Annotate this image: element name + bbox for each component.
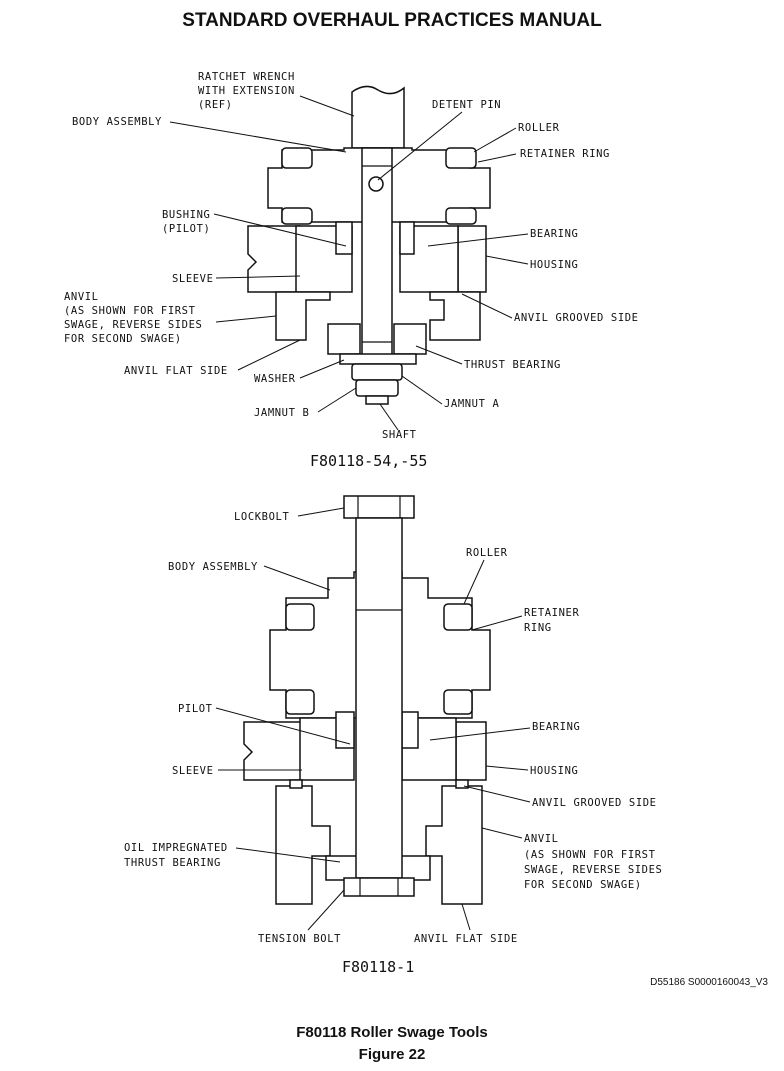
housing-1-right (457, 225, 487, 293)
bushing-pilot (335, 221, 353, 255)
label-thrust-bearing: THRUST BEARING (464, 359, 561, 371)
tension-bolt-shaft (355, 517, 403, 879)
figure-1-labels: RATCHET WRENCH WITH EXTENSION (REF) DETE… (64, 71, 639, 470)
label-anvil-3: SWAGE, REVERSE SIDES (64, 319, 202, 331)
shaft-end (365, 395, 389, 405)
label-body-assembly-2: BODY ASSEMBLY (168, 561, 258, 573)
label-anvil-grooved-side-2: ANVIL GROOVED SIDE (532, 797, 657, 809)
thrust-bearing-2-left (325, 855, 359, 881)
detent-pin (368, 176, 384, 192)
anvil-2-right (425, 785, 483, 905)
bushing-pilot-right (399, 221, 415, 255)
roller-bottom-right (445, 207, 477, 225)
figure-caption-number: Figure 22 (358, 1046, 426, 1063)
figure-2-leaders (215, 507, 531, 931)
label-anvil-1: ANVIL (64, 291, 99, 303)
anvil-groove-right (455, 779, 469, 789)
figure-1-drawing (247, 85, 491, 405)
label-washer: WASHER (254, 373, 296, 385)
jamnut-a (351, 363, 403, 381)
sleeve-2-left (299, 717, 355, 781)
label-retainer-ring: RETAINER RING (520, 148, 610, 160)
label-roller: ROLLER (518, 122, 560, 134)
roller-2-top-left (285, 603, 315, 631)
label-housing: HOUSING (530, 259, 578, 271)
figure-caption-title: F80118 Roller Swage Tools (296, 1024, 488, 1041)
figure-2-drawing (243, 495, 491, 905)
pilot (335, 711, 355, 749)
anvil-1-right (429, 291, 481, 341)
thrust-bearing-left (327, 323, 361, 355)
housing-1 (247, 225, 301, 293)
tension-bolt-head (343, 877, 415, 897)
label-body-assembly: BODY ASSEMBLY (72, 116, 162, 128)
label-anvil-2-l1: ANVIL (524, 833, 559, 845)
label-bushing-1: BUSHING (162, 209, 210, 221)
label-ratchet-wrench-2: WITH EXTENSION (198, 85, 295, 97)
label-oil-impregnated-2: THRUST BEARING (124, 857, 221, 869)
label-jamnut-a: JAMNUT A (444, 398, 499, 410)
figure-2-id: F80118-1 (342, 958, 414, 976)
label-housing-2: HOUSING (530, 765, 578, 777)
housing-2-right (455, 721, 487, 781)
label-sleeve: SLEEVE (172, 273, 214, 285)
label-detent-pin: DETENT PIN (432, 99, 501, 111)
label-sleeve-2: SLEEVE (172, 765, 214, 777)
label-anvil-grooved-side: ANVIL GROOVED SIDE (514, 312, 639, 324)
lockbolt-head (343, 495, 415, 519)
washer (339, 353, 417, 365)
label-oil-impregnated-1: OIL IMPREGNATED (124, 842, 228, 854)
label-shaft: SHAFT (382, 429, 417, 441)
label-bearing-2: BEARING (532, 721, 580, 733)
thrust-bearing-2-right (397, 855, 431, 881)
figure-1-leaders (169, 95, 529, 431)
label-anvil-2-l4: FOR SECOND SWAGE) (524, 879, 642, 891)
label-pilot: PILOT (178, 703, 213, 715)
label-anvil-flat-side-2: ANVIL FLAT SIDE (414, 933, 518, 945)
label-ratchet-wrench-3: (REF) (198, 99, 233, 111)
label-retainer-2-l1: RETAINER (524, 607, 579, 619)
anvil-2 (275, 785, 331, 905)
document-code: D55186 S0000160043_V3 (650, 977, 768, 988)
roller-top-right (445, 147, 477, 169)
label-jamnut-b: JAMNUT B (254, 407, 309, 419)
figure-1-id: F80118-54,-55 (310, 452, 427, 470)
housing-2 (243, 721, 303, 781)
figure-2-labels: LOCKBOLT BODY ASSEMBLY ROLLER RETAINER R… (124, 511, 662, 976)
roller-top-left (281, 147, 313, 169)
roller-bottom-left (281, 207, 313, 225)
label-bushing-2: (PILOT) (162, 223, 210, 235)
label-ratchet-wrench-1: RATCHET WRENCH (198, 71, 295, 83)
label-lockbolt: LOCKBOLT (234, 511, 289, 523)
roller-2-top-right (443, 603, 473, 631)
pilot-right (401, 711, 419, 749)
label-retainer-2-l2: RING (524, 622, 552, 634)
jamnut-b (355, 379, 399, 397)
label-roller-2: ROLLER (466, 547, 508, 559)
ratchet-extension (351, 85, 405, 149)
anvil-1 (275, 291, 331, 341)
label-anvil-2: (AS SHOWN FOR FIRST (64, 305, 196, 317)
thrust-bearing-right (393, 323, 427, 355)
roller-2-bottom-left (285, 689, 315, 715)
label-anvil-2-l3: SWAGE, REVERSE SIDES (524, 864, 662, 876)
label-tension-bolt: TENSION BOLT (258, 933, 341, 945)
label-anvil-flat-side: ANVIL FLAT SIDE (124, 365, 228, 377)
roller-2-bottom-right (443, 689, 473, 715)
label-anvil-4: FOR SECOND SWAGE) (64, 333, 182, 345)
label-anvil-2-l2: (AS SHOWN FOR FIRST (524, 849, 656, 861)
label-bearing: BEARING (530, 228, 578, 240)
anvil-groove-left (289, 779, 303, 789)
page-title: STANDARD OVERHAUL PRACTICES MANUAL (182, 10, 602, 31)
